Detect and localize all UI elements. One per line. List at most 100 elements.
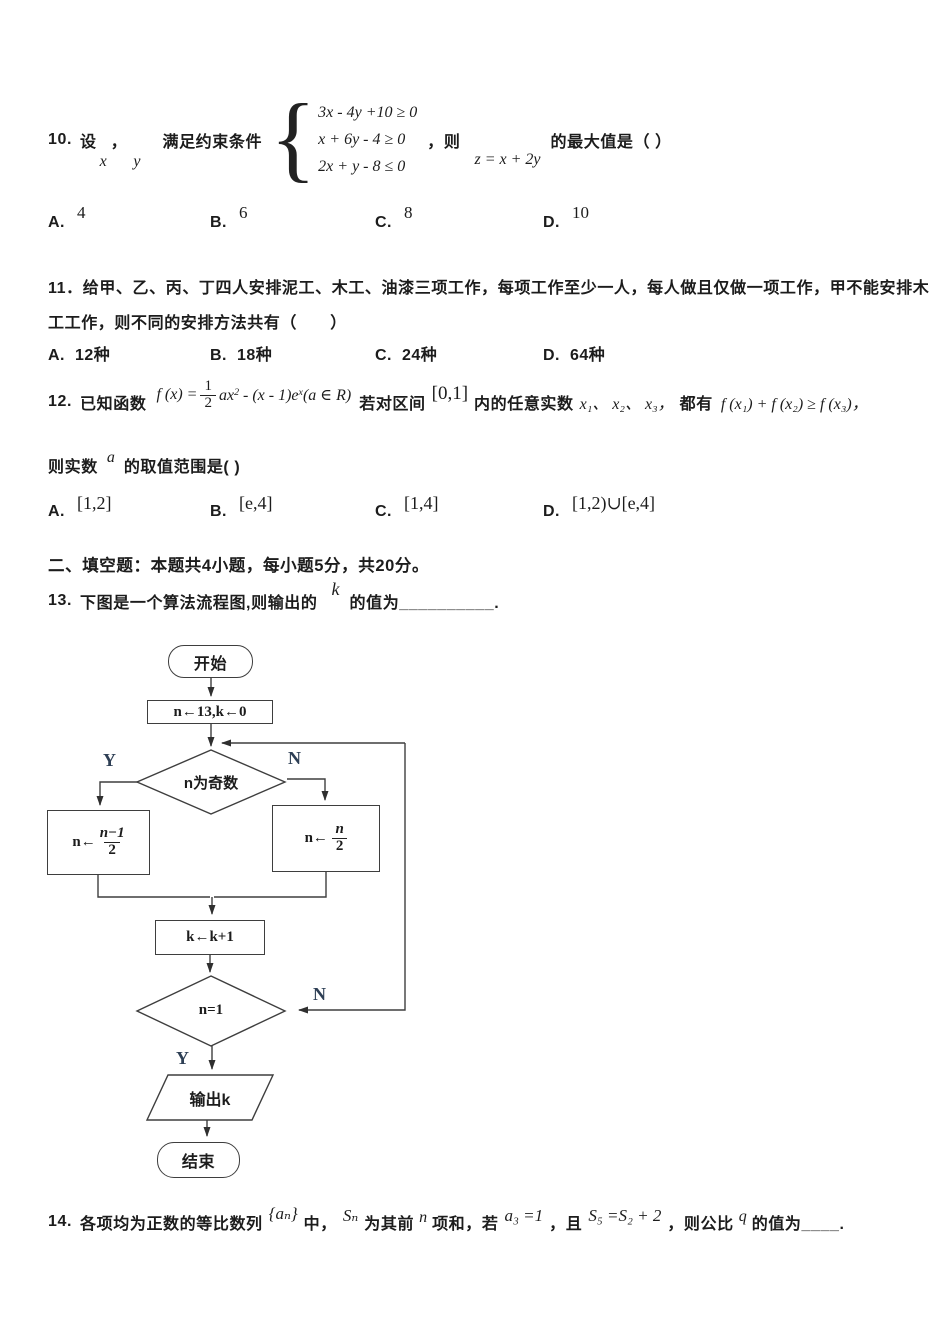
q14-text5: ，且	[549, 1216, 583, 1233]
q10-option-c: C. 8	[375, 203, 413, 232]
q14-text2: 中，	[303, 1216, 337, 1233]
q12-line2: 则实数 a 的取值范围是( )	[48, 449, 241, 480]
q10-objective: z = x + 2y	[474, 151, 541, 168]
q10-var-y: y	[133, 153, 141, 170]
q11-option-b-label: B.	[210, 347, 227, 364]
q12-inequality: f (x₁) + f (x₂) ≥ f (x₃)，	[720, 396, 868, 413]
left-frac-den: 2	[104, 842, 120, 859]
q10-options-row: A.4 B. 6 C. 8 D.10	[48, 203, 928, 244]
q10-option-c-label: C.	[375, 214, 392, 231]
start-label: 开始	[193, 655, 228, 673]
merge-left-line	[97, 875, 210, 898]
q14-text4: 项和，若	[432, 1216, 499, 1233]
q11-option-b-value: 18种	[237, 347, 273, 364]
q12-mid: - (x - 1)e	[239, 387, 299, 404]
q10-comma: ，	[110, 134, 128, 151]
q12-frac-num: 1	[204, 377, 212, 394]
q12-line2-a: a	[106, 449, 115, 466]
q12-options-row: A.[1,2] B.[e,4] C.[1,4] D.[1,2)∪[e,4]	[48, 493, 928, 532]
q12-line2-pre: 则实数	[48, 459, 98, 476]
q14-sequence: {aₙ}	[268, 1204, 298, 1223]
q14-text6: ，则公比	[667, 1216, 734, 1233]
q10-option-b-label: B.	[210, 214, 227, 231]
q14-q-var: q	[738, 1208, 747, 1225]
q10-constraint-3: 2x + y - 8 ≤ 0	[318, 158, 406, 175]
q12-number: 12.	[48, 393, 73, 410]
q12-line2-post: 的取值范围是( )	[123, 459, 241, 476]
q12-vars: x₁、 x₂、 x₃，	[579, 396, 674, 413]
q14-sn: Sₙ	[342, 1206, 359, 1225]
decision1-no-label: N	[288, 748, 301, 768]
q10-option-b: B. 6	[210, 203, 248, 232]
q13-number: 13.	[48, 592, 73, 609]
decision2-label: n=1	[198, 1002, 224, 1018]
q10-option-a: A.4	[48, 203, 86, 232]
decision1-yes-label: Y	[103, 750, 116, 770]
q14-n-var: n	[419, 1209, 428, 1226]
q10-option-d: D.10	[543, 203, 589, 232]
q10-option-b-value: 6	[239, 203, 248, 222]
q10-option-c-value: 8	[404, 203, 413, 222]
q12-formula-rest: ax2 - (x - 1)ex(a ∈ R)	[219, 385, 351, 405]
decision1-label: n为奇数	[183, 775, 239, 792]
init-label: n←13,k←0	[173, 703, 247, 720]
right-assign-fraction: n 2	[331, 821, 348, 855]
q12-fraction: 1 2	[200, 377, 216, 412]
q12-interval: [0,1]	[431, 383, 469, 404]
q14-text3: 为其前	[364, 1216, 415, 1233]
q12-option-c-value: [1,4]	[404, 493, 439, 513]
q12-formula: f (x) = 1 2 ax2 - (x - 1)ex(a ∈ R)	[156, 377, 351, 412]
q10-option-d-value: 10	[572, 203, 589, 222]
q12-e-exp: x	[298, 386, 303, 398]
q10-then-label: ，则	[427, 134, 461, 151]
q12-c1: 若对区间	[359, 396, 426, 413]
loopback-right-line	[298, 743, 406, 1014]
flowchart-shapes	[135, 749, 287, 1121]
decision1-diamond	[135, 749, 287, 815]
question-10: 10. 设 x ， y 满足约束条件 { 3x - 4y +10 ≥ 0 x +…	[48, 84, 672, 191]
q11-option-d-label: D.	[543, 347, 560, 364]
left-frac-num: n−1	[99, 825, 125, 842]
q10-condition-label: 满足约束条件	[162, 134, 263, 151]
q14-a3-eq: a₃ =1	[504, 1206, 544, 1225]
q10-she: 设	[80, 134, 97, 151]
output-label: 输出k	[189, 1092, 231, 1109]
q11-options-row: A. 12种 B. 18种 C.24种 D.64种	[48, 341, 928, 373]
flowchart-start-node: 开始	[168, 645, 253, 678]
q14-s5-eq: S₅ =S₂ + 2	[588, 1206, 662, 1225]
q10-constraint-1: 3x - 4y +10 ≥ 0	[318, 104, 418, 121]
flowchart-left-assign-node: n← n−1 2	[47, 810, 150, 875]
flowchart-right-assign-node: n← n 2	[272, 805, 380, 872]
right-frac-den: 2	[331, 838, 348, 855]
q11-option-a-label: A.	[48, 347, 65, 364]
q11-option-c: C.24种	[375, 341, 437, 365]
q12-option-a-value: [1,2]	[77, 493, 112, 513]
flowchart-init-node: n←13,k←0	[147, 700, 273, 724]
q12-frac-den: 2	[200, 394, 216, 412]
arrow-yes-branch	[96, 781, 141, 806]
q12-option-a-label: A.	[48, 503, 65, 520]
q12-option-d-value: [1,2)∪[e,4]	[572, 493, 656, 513]
q12-option-c-label: C.	[375, 503, 392, 520]
q10-tail: 的最大值是（ ）	[550, 134, 672, 151]
question-14: 14. 各项均为正数的等比数列 {aₙ} 中， Sₙ 为其前 n 项和，若 a₃…	[48, 1202, 845, 1242]
q10-constraint-system: 3x - 4y +10 ≥ 0 x + 6y - 4 ≥ 0 2x + y - …	[318, 101, 417, 179]
flowchart-increment-node: k←k+1	[155, 920, 265, 955]
q10-constraint-2: x + 6y - 4 ≥ 0	[318, 131, 406, 148]
left-assign-fraction: n−1 2	[99, 825, 125, 859]
q11-option-d: D.64种	[543, 341, 605, 365]
flowchart-end-node: 结束	[157, 1142, 240, 1178]
left-assign-prefix: n←	[72, 834, 96, 850]
right-assign-prefix: n←	[304, 830, 328, 846]
q11-option-a: A. 12种	[48, 341, 110, 365]
decision2-yes-label: Y	[176, 1048, 189, 1068]
q12-option-b-label: B.	[210, 503, 227, 520]
q11-line1: 11．给甲、乙、丙、丁四人安排泥工、木工、油漆三项工作，每项工作至少一人，每人做…	[48, 280, 930, 297]
q11-option-a-value: 12种	[75, 347, 111, 364]
q13-k-var: k	[331, 578, 340, 599]
q11-option-c-label: C.	[375, 347, 392, 364]
q12-domain: (a ∈ R)	[302, 387, 352, 404]
section2-title: 二、填空题：本题共4小题，每小题5分，共20分。	[48, 557, 430, 575]
q12-c2: 内的任意实数	[474, 396, 574, 413]
